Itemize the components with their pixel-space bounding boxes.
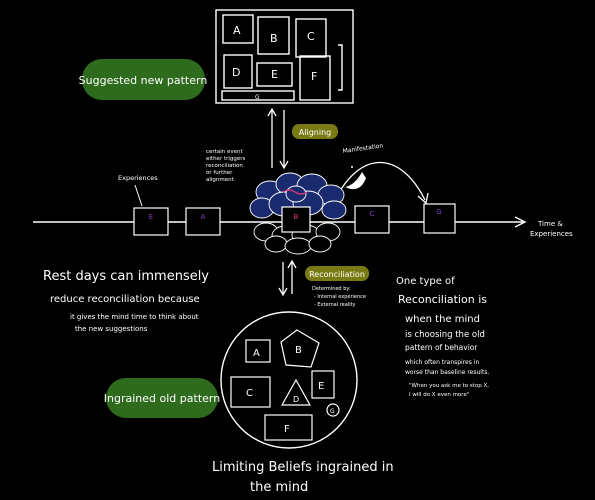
reconciliation-explanation: One type of Reconciliation is when the m… <box>396 276 489 398</box>
svg-text:- External reality: - External reality <box>314 302 356 308</box>
reconciliation-label: Reconciliation <box>309 270 365 279</box>
grid-cell-d: D <box>232 66 240 79</box>
grid-cell-a: A <box>233 24 241 37</box>
svg-text:or further: or further <box>206 170 233 176</box>
circle-shape-d: D <box>293 395 299 404</box>
circle-shape-f: F <box>284 424 290 435</box>
suggested-pattern-pill <box>82 59 205 100</box>
circle-shape-c: C <box>246 388 253 399</box>
manifestation-label: Manifestation <box>342 142 384 155</box>
svg-text:alignment: alignment <box>206 177 235 183</box>
top-pattern-grid <box>215 9 354 104</box>
aligning-pill <box>292 124 338 139</box>
svg-text:Reconciliation is: Reconciliation is <box>398 293 487 306</box>
svg-text:Determined by:: Determined by: <box>312 286 351 292</box>
time-axis-label: Time & Experiences <box>530 220 573 238</box>
svg-text:which often transpires in: which often transpires in <box>405 359 479 366</box>
experiences-pointer <box>134 184 143 207</box>
pink-squiggle <box>282 189 308 195</box>
svg-text:worse than baseline results.: worse than baseline results. <box>405 369 489 376</box>
svg-text:reconciliation: reconciliation <box>206 163 243 169</box>
svg-text:- Internal experience: - Internal experience <box>314 294 366 300</box>
experiences-label: Experiences <box>118 174 158 182</box>
alignment-cloud <box>249 172 347 220</box>
circle-shape-a: A <box>253 348 260 359</box>
timeline-box-e: E <box>149 213 153 221</box>
manifestation-arrowhead <box>417 192 429 205</box>
timeline-box-a: A <box>201 213 206 221</box>
svg-text:it gives the mind time to thin: it gives the mind time to think about <box>70 313 199 321</box>
timeline-arrowhead <box>514 216 527 228</box>
svg-text:the mind: the mind <box>250 480 308 495</box>
grid-cell-c: C <box>307 30 315 43</box>
svg-text:One type of: One type of <box>396 276 455 287</box>
svg-text:Experiences: Experiences <box>530 230 573 238</box>
svg-text:Limiting Beliefs ingrained in: Limiting Beliefs ingrained in <box>212 460 394 475</box>
timeline-box-c: C <box>370 210 375 218</box>
svg-text:certain event: certain event <box>206 149 243 155</box>
ingrained-pattern-circle <box>220 311 358 449</box>
grid-cell-e: E <box>271 68 278 81</box>
grid-cell-b: B <box>270 32 278 45</box>
circle-shapes <box>230 329 340 441</box>
circle-shape-g: G <box>330 408 335 415</box>
svg-text:Time &: Time & <box>537 220 563 228</box>
circle-shape-b: B <box>295 345 302 356</box>
ingrained-pattern-pill <box>106 378 218 418</box>
ingrained-pattern-label: Ingrained old pattern <box>104 392 220 405</box>
circle-shape-e: E <box>318 381 324 392</box>
timeline-boxes <box>133 203 456 236</box>
top-vertical-arrows <box>267 107 289 170</box>
reconciliation-notes: Determined by: - Internal experience - E… <box>312 286 366 308</box>
certain-event-note: certain event either triggers reconcilia… <box>206 149 246 183</box>
svg-text:"When you ask me to stop X,: "When you ask me to stop X, <box>409 383 489 389</box>
svg-text:pattern of behavior: pattern of behavior <box>405 343 478 352</box>
moon-icon <box>345 166 366 190</box>
reconciliation-pill <box>305 266 369 281</box>
svg-text:the new suggestions: the new suggestions <box>75 325 148 333</box>
svg-text:when the mind: when the mind <box>405 314 480 325</box>
svg-text:is choosing the old: is choosing the old <box>405 330 485 340</box>
aligning-label: Aligning <box>299 128 331 137</box>
bottom-caption: Limiting Beliefs ingrained in the mind <box>212 460 394 495</box>
timeline-box-b: B <box>294 213 299 221</box>
svg-text:either triggers: either triggers <box>206 156 246 162</box>
manifestation-arc <box>334 162 426 201</box>
bottom-vertical-arrows <box>278 259 297 297</box>
svg-text:I will do X even more": I will do X even more" <box>409 392 469 398</box>
suggested-pattern-label: Suggested new pattern <box>79 74 208 87</box>
timeline-box-g: G <box>436 208 441 216</box>
grid-cell-f: F <box>311 70 317 83</box>
svg-text:reduce reconciliation because: reduce reconciliation because <box>50 294 200 305</box>
svg-text:Rest days can immensely: Rest days can immensely <box>43 269 209 284</box>
grid-cell-g: G <box>255 94 260 101</box>
rest-days-note: Rest days can immensely reduce reconcili… <box>43 269 209 333</box>
